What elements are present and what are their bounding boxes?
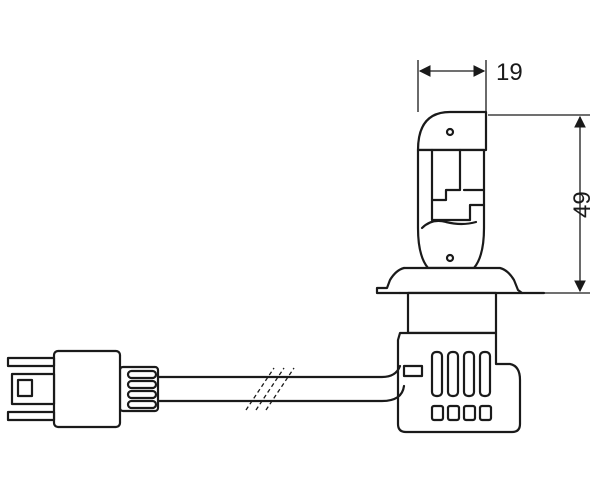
slot-4 — [478, 404, 493, 422]
cap-rivet — [445, 127, 455, 137]
height-dimension: 49 — [488, 114, 596, 294]
bulb-body — [416, 148, 486, 270]
heatsink-inner-lower — [430, 198, 486, 222]
cable-wire-top — [156, 364, 402, 379]
plug-housing — [52, 349, 122, 429]
cable-break-mark-3 — [265, 367, 295, 411]
height-dimension-label: 49 — [569, 191, 596, 218]
bulb-flange — [375, 266, 546, 335]
fin-3 — [462, 350, 476, 398]
pin-top — [6, 356, 56, 368]
rib-4 — [126, 399, 158, 410]
width-dimension: 19 — [417, 59, 523, 112]
fin-2 — [446, 350, 460, 398]
cable-break-mark-1 — [245, 367, 275, 411]
rib-1 — [126, 369, 158, 380]
bulb-neck — [406, 291, 498, 335]
driver-box — [396, 331, 522, 434]
width-dimension-label: 19 — [496, 59, 523, 86]
slot-2 — [446, 404, 461, 422]
fin-1 — [430, 350, 444, 398]
cable-wire-bottom — [156, 384, 406, 403]
cable-entry-tab — [402, 364, 424, 378]
fin-4 — [478, 350, 492, 398]
rib-2 — [126, 379, 158, 390]
cable — [156, 364, 406, 411]
bulb-head — [416, 110, 488, 270]
pin-middle-window — [16, 378, 34, 398]
slot-3 — [462, 404, 477, 422]
plug-connector — [6, 349, 160, 429]
flange-top-right — [402, 266, 546, 295]
cable-break-mark-2 — [255, 367, 285, 411]
pin-bottom — [6, 410, 56, 422]
flange-top-left — [375, 266, 406, 295]
heatsink-inner-left — [430, 148, 462, 202]
slot-1 — [430, 404, 445, 422]
heatsink-curve — [420, 219, 478, 230]
body-rivet — [445, 253, 455, 263]
rib-3 — [126, 389, 158, 400]
